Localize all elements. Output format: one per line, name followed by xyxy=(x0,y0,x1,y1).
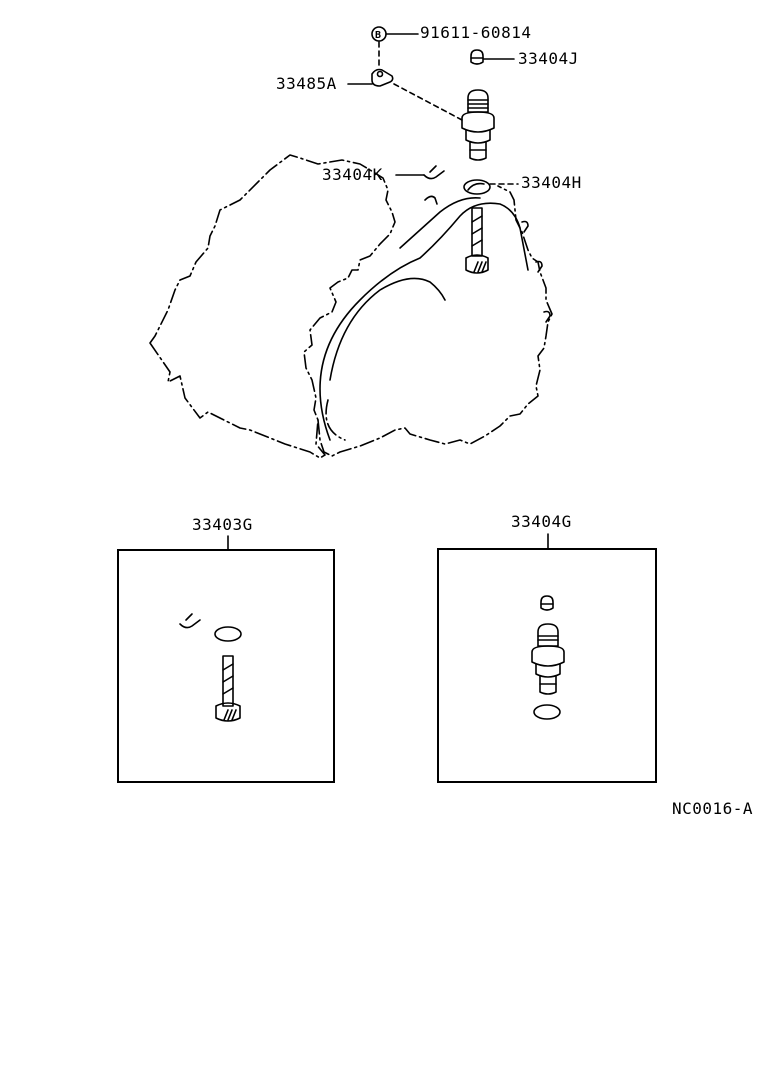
kit-label-33403G[interactable]: 33403G xyxy=(192,515,253,534)
cap-icon xyxy=(540,595,554,611)
o-ring-icon xyxy=(463,179,491,195)
part-label-33404H[interactable]: 33404H xyxy=(521,173,582,192)
part-label-33404J[interactable]: 33404J xyxy=(518,49,579,68)
part-label-33485A[interactable]: 33485A xyxy=(276,74,337,93)
kit-box xyxy=(437,548,657,783)
transmission-housing xyxy=(149,154,553,459)
plate-part[interactable] xyxy=(347,68,463,121)
driven-gear-shaft-icon xyxy=(215,655,241,722)
kit-label-33404G[interactable]: 33404G xyxy=(511,512,572,531)
kit-box xyxy=(117,549,335,783)
speed-sensor-icon xyxy=(531,623,565,695)
speed-sensor[interactable] xyxy=(461,89,495,161)
driven-gear-shaft[interactable] xyxy=(465,207,489,274)
o-ring-icon xyxy=(214,626,242,642)
part-label-91611-60814[interactable]: 91611-60814 xyxy=(420,23,532,42)
plate-icon xyxy=(371,68,394,87)
plug-icon xyxy=(470,49,484,65)
svg-text:B: B xyxy=(375,30,381,41)
clip-part[interactable] xyxy=(395,165,445,180)
figure-code: NC0016-A xyxy=(672,799,754,818)
o-ring-icon xyxy=(533,704,561,720)
kit-33404G[interactable] xyxy=(437,533,657,783)
clip-icon xyxy=(423,165,445,180)
bolt-part[interactable]: B xyxy=(371,26,419,67)
o-ring-part[interactable] xyxy=(463,179,519,195)
plug-part[interactable] xyxy=(470,49,515,65)
clip-icon xyxy=(179,613,201,629)
kit-33403G[interactable] xyxy=(117,535,335,783)
part-label-33404K[interactable]: 33404K xyxy=(322,165,383,184)
assembly-line xyxy=(393,83,463,121)
